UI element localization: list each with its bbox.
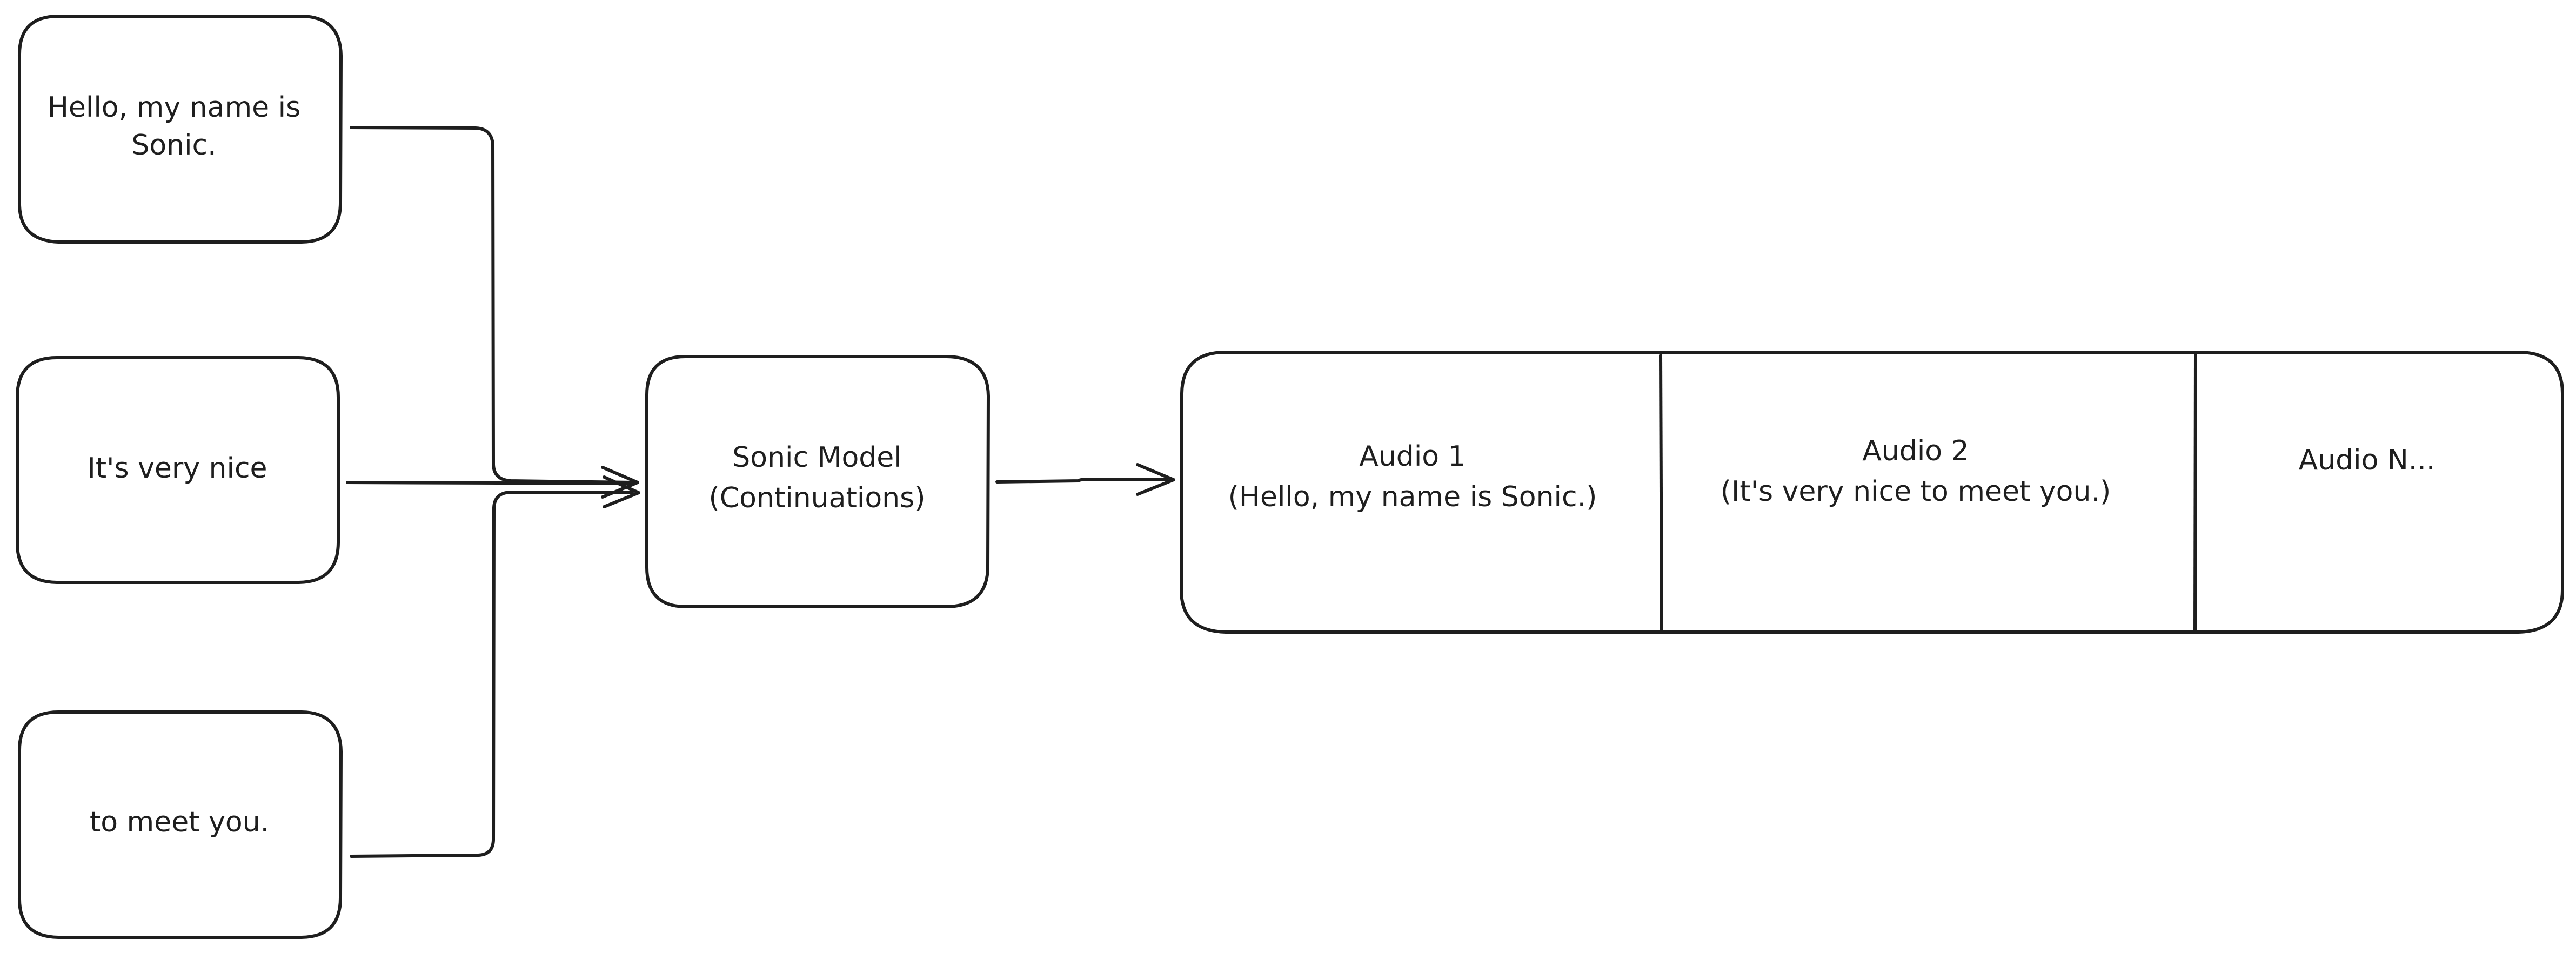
input-box-2-line-1: It's very nice [87, 452, 267, 485]
input-box-3: to meet you. [17, 710, 343, 939]
input-box-2-border [16, 356, 340, 584]
input-box-1-line-1: Hello, my name is [48, 91, 300, 124]
input-box-3-border [17, 710, 343, 939]
input-box-1-border [17, 15, 343, 244]
sonic-model-subtitle: (Continuations) [709, 482, 926, 514]
input-box-2: It's very nice [16, 356, 340, 584]
input-connectors [346, 126, 640, 858]
connector-box-3-to-model [350, 491, 634, 858]
connector-box-1-to-model [350, 126, 634, 484]
audio-segment-n-title: Audio N... [2299, 444, 2436, 476]
sonic-model-box-border [645, 355, 990, 608]
arrowhead-into-model-1 [601, 466, 639, 499]
audio-output-container: Audio 1 (Hello, my name is Sonic.) Audio… [1180, 351, 2564, 634]
input-box-1-line-2: Sonic. [131, 129, 216, 162]
arrowhead-into-model-2 [603, 475, 640, 508]
input-box-3-line-1: to meet you. [90, 806, 269, 838]
connector-model-to-outputs [995, 478, 1169, 484]
model-to-output-connector [995, 463, 1175, 496]
audio-output-border [1180, 351, 2564, 634]
audio-segment-1-caption: (Hello, my name is Sonic.) [1228, 481, 1597, 513]
arrowhead-into-outputs [1136, 463, 1175, 496]
sonic-model-box: Sonic Model (Continuations) [645, 355, 990, 608]
audio-segment-n: Audio N... [2299, 444, 2436, 476]
audio-segment-2-title: Audio 2 [1862, 435, 1969, 467]
audio-segment-1: Audio 1 (Hello, my name is Sonic.) [1228, 440, 1597, 513]
sonic-model-title: Sonic Model [732, 441, 901, 474]
audio-segment-1-title: Audio 1 [1359, 440, 1466, 473]
audio-segment-2: Audio 2 (It's very nice to meet you.) [1721, 435, 2111, 508]
audio-divider-2 [2193, 354, 2197, 634]
input-box-1: Hello, my name is Sonic. [17, 15, 343, 244]
audio-divider-1 [1659, 354, 1663, 634]
connector-box-2-to-model [346, 481, 634, 485]
audio-segment-2-caption: (It's very nice to meet you.) [1721, 475, 2111, 508]
